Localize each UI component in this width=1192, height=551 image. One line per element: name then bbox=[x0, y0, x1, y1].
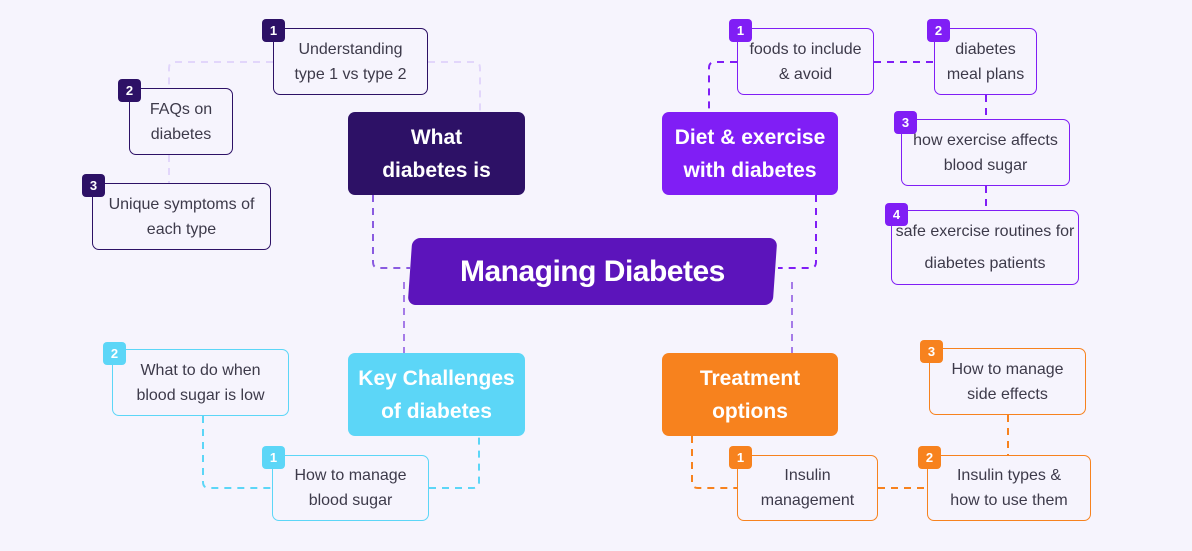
topic-diet-exercise[interactable]: Diet & exercise with diabetes bbox=[662, 112, 838, 195]
what-connectors bbox=[168, 61, 481, 183]
subtopic-card[interactable]: safe exercise routines for diabetes pati… bbox=[891, 210, 1079, 285]
number-badge: 2 bbox=[103, 342, 126, 365]
subtopic-card[interactable]: foods to include & avoid bbox=[737, 28, 874, 95]
subtopic-card[interactable]: how exercise affects blood sugar bbox=[901, 119, 1070, 186]
number-badge: 2 bbox=[927, 19, 950, 42]
topic-treatment-options[interactable]: Treatment options bbox=[662, 353, 838, 436]
number-badge: 3 bbox=[894, 111, 917, 134]
number-badge: 4 bbox=[885, 203, 908, 226]
subtopic-card[interactable]: What to do when blood sugar is low bbox=[112, 349, 289, 416]
number-badge: 2 bbox=[118, 79, 141, 102]
subtopic-card[interactable]: diabetes meal plans bbox=[934, 28, 1037, 95]
subtopic-card[interactable]: Insulin management bbox=[737, 455, 878, 521]
topic-what-diabetes-is[interactable]: What diabetes is bbox=[348, 112, 525, 195]
what-center-line bbox=[372, 195, 410, 269]
topic-key-challenges[interactable]: Key Challenges of diabetes bbox=[348, 353, 525, 436]
number-badge: 3 bbox=[920, 340, 943, 363]
subtopic-card[interactable]: Insulin types & how to use them bbox=[927, 455, 1091, 521]
number-badge: 1 bbox=[729, 19, 752, 42]
central-topic-label: Managing Diabetes bbox=[460, 254, 725, 288]
number-badge: 2 bbox=[918, 446, 941, 469]
number-badge: 1 bbox=[262, 446, 285, 469]
number-badge: 3 bbox=[82, 174, 105, 197]
subtopic-card[interactable]: FAQs on diabetes bbox=[129, 88, 233, 155]
subtopic-card[interactable]: Unique symptoms of each type bbox=[92, 183, 271, 250]
subtopic-card[interactable]: How to manage side effects bbox=[929, 348, 1086, 415]
number-badge: 1 bbox=[729, 446, 752, 469]
central-topic[interactable]: Managing Diabetes bbox=[407, 238, 778, 305]
number-badge: 1 bbox=[262, 19, 285, 42]
subtopic-card[interactable]: Understanding type 1 vs type 2 bbox=[273, 28, 428, 95]
subtopic-card[interactable]: How to manage blood sugar bbox=[272, 455, 429, 521]
